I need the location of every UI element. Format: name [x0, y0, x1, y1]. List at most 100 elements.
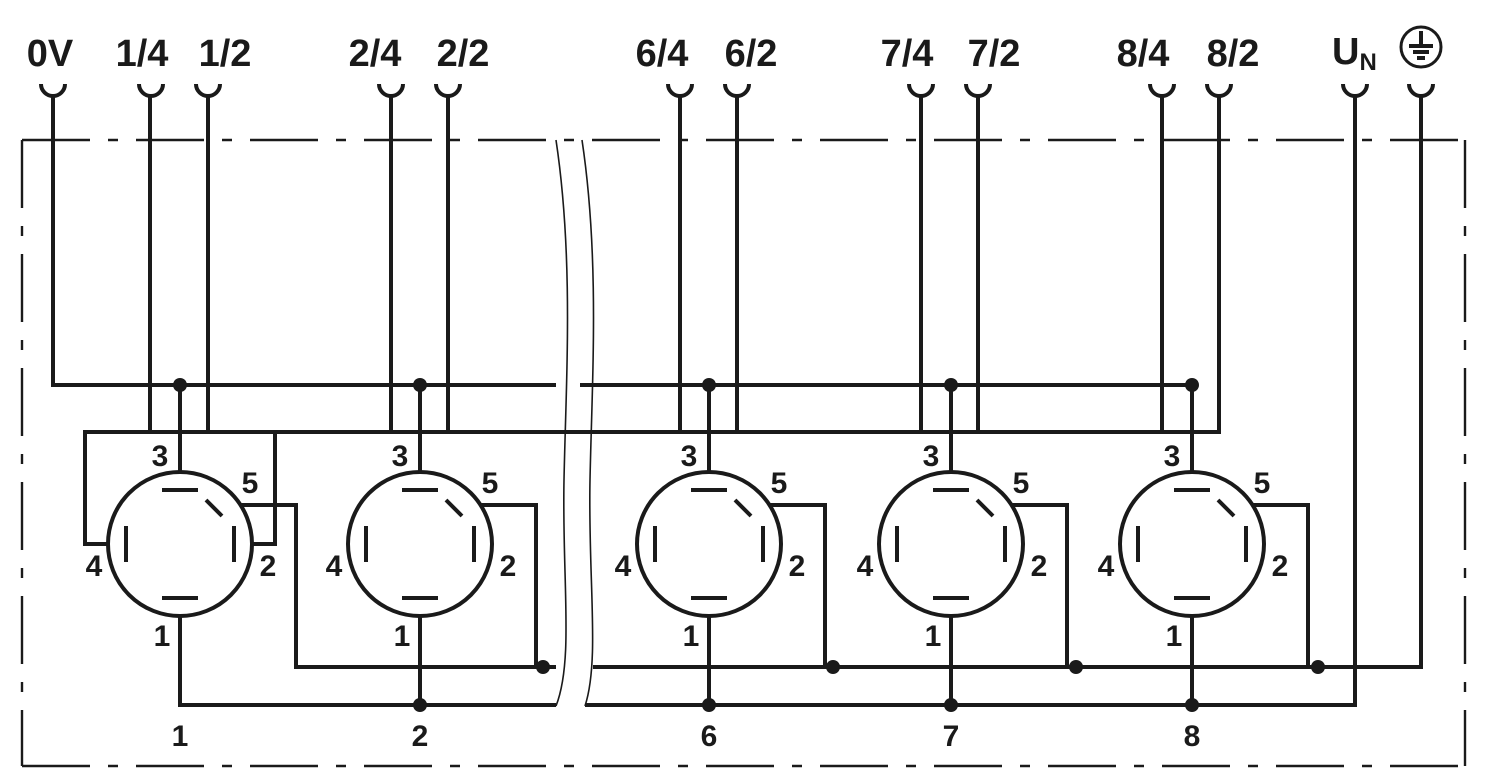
junction-dot: [826, 660, 840, 674]
terminal-hook: [723, 83, 751, 98]
terminal-label-7-4: 7/4: [881, 33, 934, 75]
pin4-label: 4: [615, 550, 632, 583]
terminal-label-6-2: 6/2: [725, 33, 778, 75]
pin2-label: 2: [789, 550, 806, 583]
pin1-label: 1: [154, 620, 171, 653]
socket-ring: [635, 470, 783, 618]
terminal-label-0v: 0V: [27, 33, 74, 75]
pin4-label: 4: [1098, 550, 1115, 583]
junction-dot: [1069, 660, 1083, 674]
socket-ring: [1118, 470, 1266, 618]
pin4-label: 4: [857, 550, 874, 583]
pin4-label: 4: [86, 550, 103, 583]
junction-dots: [173, 378, 1325, 712]
socket-number-label: 1: [172, 720, 189, 753]
wire-pin5: [462, 503, 538, 667]
pin1-label: 1: [925, 620, 942, 653]
signal-wire-pin4: [83, 96, 1164, 546]
junction-dot: [413, 698, 427, 712]
pin3-label: 3: [152, 440, 169, 473]
terminal-label-8-2: 8/2: [1207, 33, 1260, 75]
pin5-contact: [204, 498, 224, 518]
pin1-label: 1: [1166, 620, 1183, 653]
socket-number-label: 7: [943, 720, 960, 753]
signal-wire-pin2: [252, 96, 1221, 546]
junction-dot: [413, 378, 427, 392]
junction-dot: [944, 698, 958, 712]
socket-3: 3 5 4 2 1 6: [83, 96, 827, 753]
junction-dot: [1185, 698, 1199, 712]
terminal-hook: [1407, 83, 1435, 98]
pin3-label: 3: [392, 440, 409, 473]
socket-ring: [877, 470, 1025, 618]
terminal-hook: [194, 83, 222, 98]
pin5-label: 5: [1013, 467, 1030, 500]
terminal-label-2-4: 2/4: [349, 33, 402, 75]
terminal-label-1-2: 1/2: [199, 33, 252, 75]
pin3-label: 3: [681, 440, 698, 473]
socket-number-label: 8: [1184, 720, 1201, 753]
terminal-hook: [964, 83, 992, 98]
wire-pin5: [993, 503, 1069, 667]
junction-dot: [702, 378, 716, 392]
socket-ring: [106, 470, 254, 618]
pin5-label: 5: [771, 467, 788, 500]
pin2-label: 2: [260, 550, 277, 583]
socket-2: 3 5 4 2 1 2: [83, 96, 538, 753]
terminal-hook: [1205, 83, 1233, 98]
terminal-hooks: [39, 83, 1435, 98]
wire-pin5: [1234, 503, 1310, 667]
terminal-label-2-2: 2/2: [437, 33, 490, 75]
junction-dot: [1311, 660, 1325, 674]
terminal-label-un: UN: [1332, 31, 1377, 76]
signal-wire-pin2: [252, 96, 980, 546]
pin1-label: 1: [683, 620, 700, 653]
terminal-hook: [137, 83, 165, 98]
junction-dot: [702, 698, 716, 712]
wire-pin5: [222, 503, 298, 667]
signal-wire-pin4: [83, 96, 152, 546]
pin3-label: 3: [1164, 440, 1181, 473]
terminal-labels: 0V 1/4 1/2 2/4 2/2 6/4 6/2 7/4 7/2 8/4 8…: [27, 31, 1377, 76]
socket-number-label: 6: [701, 720, 718, 753]
terminal-hook: [434, 83, 462, 98]
pin5-label: 5: [242, 467, 259, 500]
bus-un: [178, 597, 556, 707]
signal-wire-pin4: [83, 96, 393, 546]
terminal-hook: [377, 83, 405, 98]
terminal-label-6-4: 6/4: [636, 33, 689, 75]
pin5-label: 5: [482, 467, 499, 500]
terminal-hook: [907, 83, 935, 98]
pin5-contact: [1216, 498, 1236, 518]
bus-0v: [51, 96, 556, 387]
pin3-label: 3: [923, 440, 940, 473]
junction-dot: [944, 378, 958, 392]
wavy-break-icon: [555, 139, 595, 707]
pin2-label: 2: [1031, 550, 1048, 583]
pin2-label: 2: [1272, 550, 1289, 583]
junction-dot: [536, 660, 550, 674]
pin5-contact: [975, 498, 995, 518]
terminal-hook: [39, 83, 67, 98]
terminal-label-1-4: 1/4: [116, 33, 169, 75]
junction-dot: [1185, 378, 1199, 392]
socket-5: 3 5 4 2 1 8: [83, 96, 1310, 753]
terminal-label-7-2: 7/2: [968, 33, 1021, 75]
junction-dot: [173, 378, 187, 392]
terminal-label-8-4: 8/4: [1117, 33, 1170, 75]
socket-number-label: 2: [412, 720, 429, 753]
pin1-label: 1: [394, 620, 411, 653]
protective-earth-icon: [1399, 25, 1443, 69]
pin2-label: 2: [500, 550, 517, 583]
socket-1: 3 5 4 2 1 1: [83, 96, 298, 753]
pin5-label: 5: [1254, 467, 1271, 500]
pin5-contact: [444, 498, 464, 518]
enclosure-frame: [20, 138, 1467, 768]
terminal-hook: [666, 83, 694, 98]
socket-ring: [346, 470, 494, 618]
socket-4: 3 5 4 2 1 7: [83, 96, 1069, 753]
wire-pin5: [751, 503, 827, 667]
pin5-contact: [733, 498, 753, 518]
